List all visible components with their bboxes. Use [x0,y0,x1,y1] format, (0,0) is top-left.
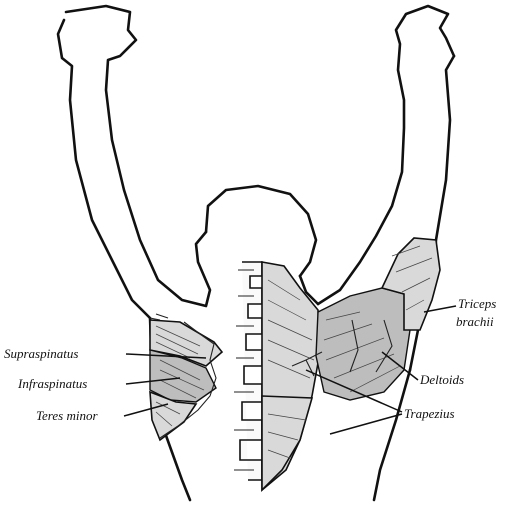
supraspinatus-label: Supraspinatus [4,346,78,361]
lower-trapezius [262,396,312,490]
triceps-label-line2: brachii [456,314,494,329]
deltoid-muscle [316,288,410,400]
deltoids-label: Deltoids [420,372,464,387]
left-arm-inner [58,20,150,318]
left-arm-outline [66,6,210,306]
spine [234,262,262,480]
teres-minor-label: Teres minor [36,408,98,423]
left-rotator-cuff [150,314,222,440]
infraspinatus-label: Infraspinatus [18,376,87,391]
trapezius-label: Trapezius [404,406,455,421]
triceps-label-line1: Triceps [458,296,496,311]
